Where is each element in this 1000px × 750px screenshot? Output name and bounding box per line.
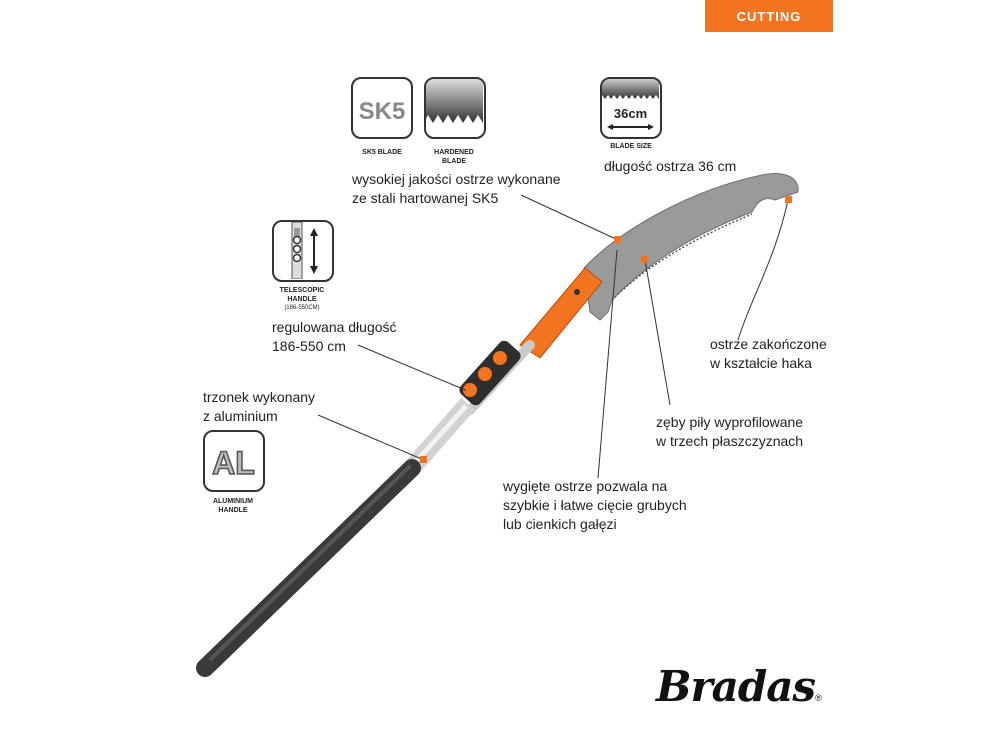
- leader-teeth: [644, 259, 671, 406]
- blade-size-icon: 36cm: [602, 79, 659, 130]
- blade-clamp: [519, 267, 603, 359]
- sk5-badge-text: SK5: [359, 98, 406, 125]
- hardened-caption: HARDENED BLADE: [418, 148, 490, 166]
- callout-steel: wysokiej jakości ostrze wykonane ze stal…: [352, 170, 561, 208]
- callout-shaft-line2: z aluminium: [203, 408, 278, 424]
- telescopic-caption-line1: TELESCOPIC: [279, 287, 325, 294]
- callout-shaft: trzonek wykonany z aluminium: [203, 388, 315, 426]
- marker-hook: [785, 196, 792, 203]
- callout-telescopic: regulowana długość 186-550 cm: [272, 318, 397, 356]
- hardened-caption-line1: HARDENED: [434, 149, 474, 156]
- callout-hook-line2: w kształcie haka: [710, 355, 812, 371]
- blade-size-caption: BLADE SIZE: [610, 143, 652, 150]
- marker-teeth: [641, 256, 648, 263]
- telescopic-badge: [272, 220, 334, 282]
- sk5-badge-icon: SK5: [359, 98, 406, 125]
- brand-logo: Bradas®: [656, 662, 822, 711]
- callout-curved-line2: szybkie i łatwe cięcie grubych: [503, 497, 687, 513]
- grip-handle: [196, 459, 421, 677]
- callout-hook-line1: ostrze zakończone: [710, 336, 827, 352]
- leader-telescopic: [357, 344, 471, 393]
- callout-steel-line1: wysokiej jakości ostrze wykonane: [352, 171, 561, 187]
- callout-telescopic-line1: regulowana długość: [272, 319, 397, 335]
- al-badge-text: AL: [212, 445, 255, 481]
- callout-telescopic-line2: 186-550 cm: [272, 338, 346, 354]
- al-caption-line2: HANDLE: [218, 507, 248, 514]
- al-caption-line1: ALUMINIUM: [212, 498, 254, 505]
- marker-shaft: [420, 456, 427, 463]
- leader-steel: [520, 194, 619, 241]
- blade-size-badge: 36cm: [600, 77, 662, 139]
- callout-teeth-line1: zęby piły wyprofilowane: [656, 414, 804, 430]
- al-caption: ALUMINIUM HANDLE: [197, 497, 269, 515]
- telescopic-icon: [291, 222, 318, 280]
- al-badge: AL: [203, 430, 265, 492]
- callout-curved-line3: lub cienkich gałęzi: [503, 516, 617, 532]
- blade-size-value: 36cm: [614, 106, 647, 121]
- telescopic-lock: [459, 340, 521, 406]
- callout-teeth-line2: w trzech płaszczyznach: [656, 433, 804, 449]
- callout-curved: wygięte ostrze pozwala na szybkie i łatw…: [503, 477, 687, 534]
- callout-shaft-line1: trzonek wykonany: [203, 389, 316, 405]
- hardened-badge: [424, 77, 486, 139]
- callout-curved-line1: wygięte ostrze pozwala na: [503, 478, 668, 494]
- leader-hook: [737, 199, 789, 341]
- category-tag: CUTTING: [705, 0, 833, 32]
- sk5-badge: SK5: [351, 77, 413, 139]
- marker-telescopic: [466, 389, 473, 396]
- leader-shaft: [317, 414, 425, 461]
- saw-blade: [583, 173, 799, 321]
- sk5-caption: SK5 BLADE: [362, 149, 402, 156]
- hardened-caption-line2: BLADE: [441, 158, 467, 165]
- brand-name: Bradas: [656, 662, 816, 711]
- callout-length: długość ostrza 36 cm: [604, 158, 737, 174]
- saw-teeth-icon: [426, 79, 483, 123]
- brand-reg-mark: ®: [815, 693, 822, 703]
- al-badge-icon: AL: [211, 444, 255, 482]
- leader-curved: [597, 249, 618, 479]
- callout-steel-line2: ze stali hartowanej SK5: [352, 190, 499, 206]
- callout-teeth: zęby piły wyprofilowane w trzech płaszcz…: [656, 413, 803, 451]
- marker-steel: [614, 236, 621, 243]
- callout-hook: ostrze zakończone w kształcie haka: [710, 335, 827, 373]
- saw-teeth: [611, 213, 753, 301]
- telescopic-caption-line2: HANDLE: [287, 296, 317, 303]
